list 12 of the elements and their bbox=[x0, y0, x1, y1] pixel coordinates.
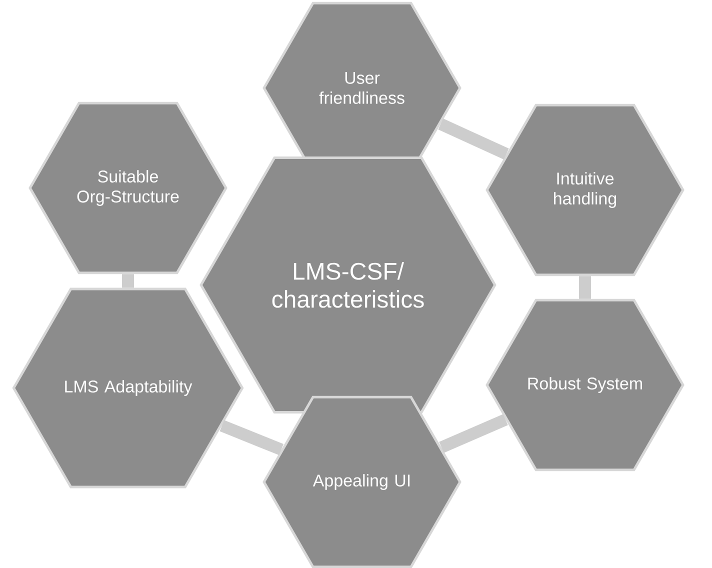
connector-band bbox=[438, 118, 509, 160]
center-hexagon: LMS-CSF/ characteristics bbox=[200, 156, 496, 414]
hexagon: Appealing UI bbox=[262, 396, 462, 568]
connector-band bbox=[439, 414, 508, 453]
connector-band bbox=[579, 276, 592, 299]
connector-band bbox=[220, 420, 284, 456]
hexagon: Intuitive handling bbox=[486, 104, 684, 276]
hexagon: Suitable Org-Structure bbox=[28, 102, 228, 274]
hexagon: LMS Adaptability bbox=[12, 288, 244, 488]
hexagon: Robust System bbox=[486, 298, 684, 472]
connector-band bbox=[122, 274, 134, 288]
hexagon: User friendliness bbox=[262, 2, 462, 174]
